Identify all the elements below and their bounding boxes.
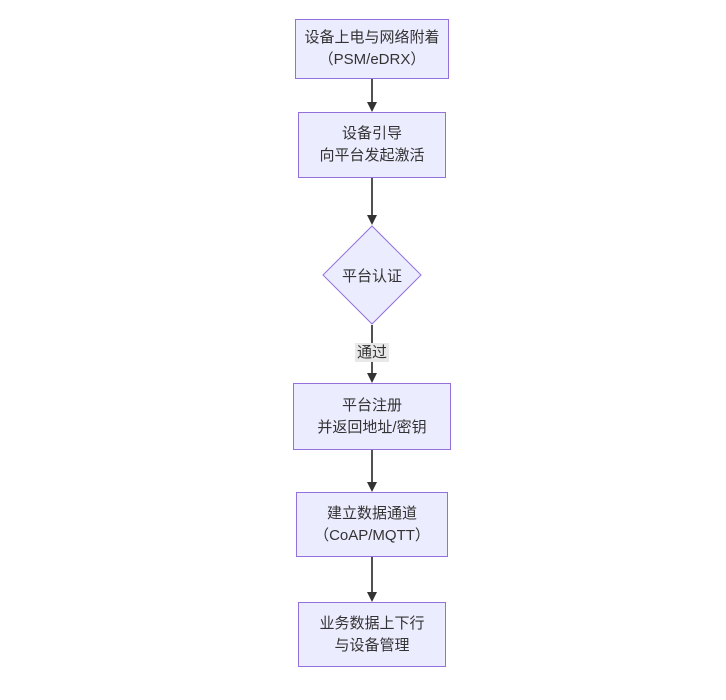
- node-text-line: 向平台发起激活: [319, 147, 425, 164]
- flow-node-data-channel: 建立数据通道 （CoAP/MQTT）: [296, 492, 448, 557]
- flow-node-platform-register: 平台注册 并返回地址/密钥: [293, 383, 451, 450]
- arrow-head-icon: [367, 102, 377, 112]
- edge-line: [371, 79, 373, 103]
- edge-line: [371, 178, 373, 216]
- diamond-shape-icon: [322, 225, 422, 325]
- node-text-line: 建立数据通道: [326, 504, 417, 522]
- flow-node-device-bootstrap: 设备引导 向平台发起激活: [298, 112, 446, 178]
- node-text-line: 平台认证: [341, 267, 402, 285]
- edge-label-pass: 通过: [354, 343, 390, 362]
- node-text-line: 设备上电与网络附着: [304, 29, 440, 46]
- node-text-line: （PSM/eDRX）: [318, 51, 426, 68]
- node-text-line: （CoAP/MQTT）: [314, 526, 430, 544]
- edge-line: [371, 450, 373, 483]
- node-text-line: 设备引导: [341, 125, 402, 142]
- node-text-line: 平台注册: [341, 396, 402, 414]
- arrow-head-icon: [367, 592, 377, 602]
- edge-line: [371, 557, 373, 593]
- flow-node-platform-auth: 平台认证: [322, 225, 422, 325]
- node-text-line: 业务数据上下行: [319, 614, 425, 632]
- flow-node-device-power-attach: 设备上电与网络附着 （PSM/eDRX）: [295, 19, 449, 79]
- arrow-head-icon: [367, 482, 377, 492]
- flow-node-business-data: 业务数据上下行 与设备管理: [298, 602, 446, 667]
- arrow-head-icon: [367, 215, 377, 225]
- node-text-line: 与设备管理: [334, 636, 410, 654]
- arrow-head-icon: [367, 373, 377, 383]
- node-text-line: 并返回地址/密钥: [317, 418, 427, 436]
